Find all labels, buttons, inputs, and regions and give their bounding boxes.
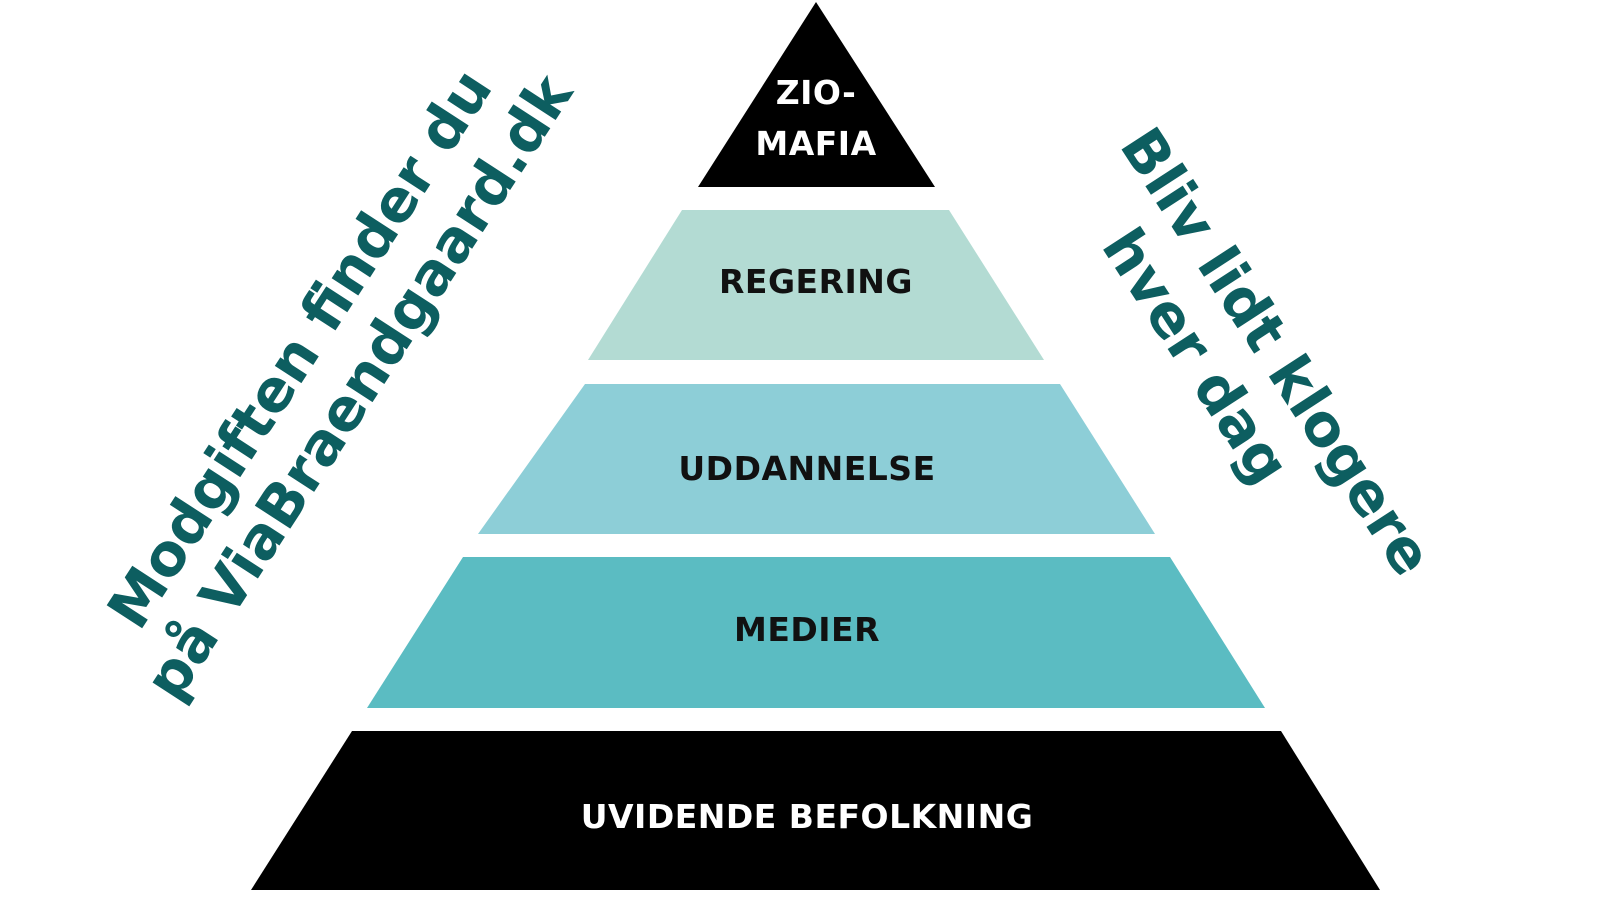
pyramid-tier-uddannelse-label: UDDANNELSE (678, 449, 935, 488)
right-caption: Bliv lidt klogere hver dag (1089, 116, 1446, 588)
pyramid-tier-base-shape (251, 731, 1380, 890)
pyramid-tier-regering-label: REGERING (719, 262, 913, 301)
pyramid-tier-medier-label: MEDIER (734, 610, 880, 649)
pyramid-tier-regering-shape (588, 210, 1044, 360)
left-caption-line1: Modgiften finder du (94, 57, 506, 640)
pyramid-tier-top-shape (698, 2, 935, 187)
pyramid-tier-medier-shape (367, 557, 1265, 708)
pyramid-tier-uddannelse-shape (478, 384, 1155, 534)
pyramid-tier-top-label-line2: MAFIA (755, 124, 876, 163)
pyramid-tier-base-label: UVIDENDE BEFOLKNING (581, 797, 1034, 836)
pyramid-tier-top-label-line1: ZIO- (776, 73, 857, 112)
